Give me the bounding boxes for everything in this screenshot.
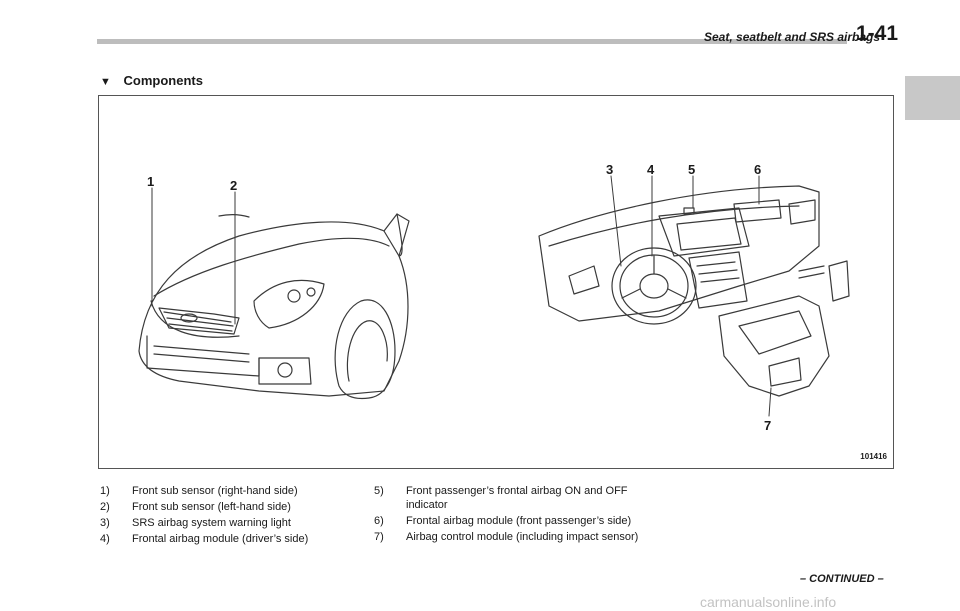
continued-note: – CONTINUED – [800, 573, 884, 585]
callout-5: 5 [688, 162, 695, 177]
legend-number: 7) [374, 531, 384, 543]
chapter-title: Seat, seatbelt and SRS airbags [704, 30, 881, 44]
legend-number: 6) [374, 515, 384, 527]
header-rule [97, 39, 847, 44]
legend-number: 3) [100, 517, 110, 529]
legend-number: 5) [374, 485, 384, 497]
legend-text: Front sub sensor (right-hand side) [132, 485, 298, 497]
legend-item: 3) SRS airbag system warning light [100, 516, 360, 530]
legend-text: Airbag control module (including impact … [406, 531, 639, 543]
legend-text: Front sub sensor (left-hand side) [132, 501, 291, 513]
components-figure: 1 2 3 4 5 6 7 101416 [98, 95, 894, 469]
triangle-marker-icon: ▼ [100, 76, 111, 88]
legend-item: 2) Front sub sensor (left-hand side) [100, 500, 360, 514]
legend-item: 4) Frontal airbag module (driver’s side) [100, 532, 360, 546]
legend-item: 1) Front sub sensor (right-hand side) [100, 484, 360, 498]
legend-right: 5) Front passenger’s frontal airbag ON a… [374, 484, 640, 546]
page-number: 1-41 [856, 22, 899, 45]
callout-leaders [151, 175, 772, 417]
car-front-drawing [138, 213, 410, 400]
legend-text: SRS airbag system warning light [132, 517, 291, 529]
legend-number: 4) [100, 533, 110, 545]
vehicle-components-illustration: 1 2 3 4 5 6 7 [138, 162, 850, 433]
callout-6: 6 [754, 162, 761, 177]
callout-1: 1 [147, 174, 154, 189]
figure-id: 101416 [860, 452, 887, 461]
legend-number: 2) [100, 501, 110, 513]
watermark: carmanualsonline.info [700, 594, 837, 610]
callout-3: 3 [606, 162, 613, 177]
dashboard-drawing [538, 185, 850, 397]
legend-text: Frontal airbag module (front passenger’s… [406, 515, 632, 527]
callout-7: 7 [764, 418, 771, 433]
chapter-tab [905, 76, 960, 120]
section-heading-text: Components [123, 73, 203, 88]
legend-number: 1) [100, 485, 110, 497]
legend-left: 1) Front sub sensor (right-hand side) 2)… [100, 484, 360, 548]
callout-2: 2 [230, 178, 237, 193]
callout-4: 4 [647, 162, 655, 177]
legend-text: Frontal airbag module (driver’s side) [132, 533, 309, 545]
legend-item: 5) Front passenger’s frontal airbag ON a… [374, 484, 640, 512]
legend-text: Front passenger’s frontal airbag ON and … [406, 485, 628, 511]
section-heading: ▼ Components [100, 73, 203, 88]
legend-item: 6) Frontal airbag module (front passenge… [374, 514, 640, 528]
legend-item: 7) Airbag control module (including impa… [374, 530, 640, 544]
